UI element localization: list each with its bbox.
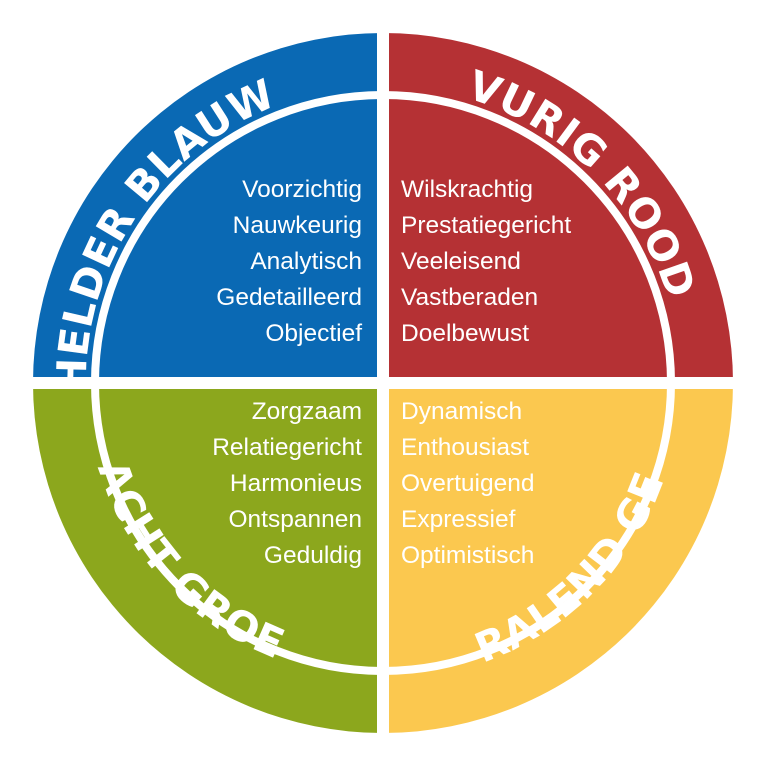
- trait-red-3: Vastberaden: [401, 284, 538, 311]
- trait-yellow-1: Enthousiast: [401, 434, 529, 461]
- quadrant-yellow: [383, 383, 733, 733]
- trait-yellow-4: Optimistisch: [401, 542, 534, 569]
- trait-list-red: WilskrachtigPrestatiegerichtVeeleisendVa…: [401, 176, 571, 347]
- trait-blue-3: Gedetailleerd: [216, 284, 362, 311]
- trait-list-green: ZorgzaamRelatiegerichtHarmonieusOntspann…: [212, 398, 362, 569]
- trait-red-0: Wilskrachtig: [401, 176, 533, 203]
- trait-green-1: Relatiegericht: [212, 434, 362, 461]
- quadrant-red: [383, 33, 733, 383]
- trait-red-1: Prestatiegericht: [401, 212, 571, 239]
- trait-yellow-0: Dynamisch: [401, 398, 522, 425]
- trait-blue-1: Nauwkeurig: [233, 212, 362, 239]
- trait-green-0: Zorgzaam: [252, 398, 362, 425]
- trait-green-4: Geduldig: [264, 542, 362, 569]
- trait-red-2: Veeleisend: [401, 248, 521, 275]
- trait-yellow-3: Expressief: [401, 506, 516, 533]
- trait-list-blue: VoorzichtigNauwkeurigAnalytischGedetaill…: [216, 176, 362, 347]
- trait-green-3: Ontspannen: [229, 506, 363, 533]
- trait-yellow-2: Overtuigend: [401, 470, 534, 497]
- trait-list-yellow: DynamischEnthousiastOvertuigendExpressie…: [401, 398, 534, 569]
- trait-red-4: Doelbewust: [401, 320, 529, 347]
- trait-blue-0: Voorzichtig: [242, 176, 362, 203]
- trait-green-2: Harmonieus: [230, 470, 362, 497]
- trait-blue-4: Objectief: [265, 320, 362, 347]
- trait-blue-2: Analytisch: [250, 248, 362, 275]
- quadrant-green: [33, 383, 383, 733]
- quadrant-blue: [33, 33, 383, 383]
